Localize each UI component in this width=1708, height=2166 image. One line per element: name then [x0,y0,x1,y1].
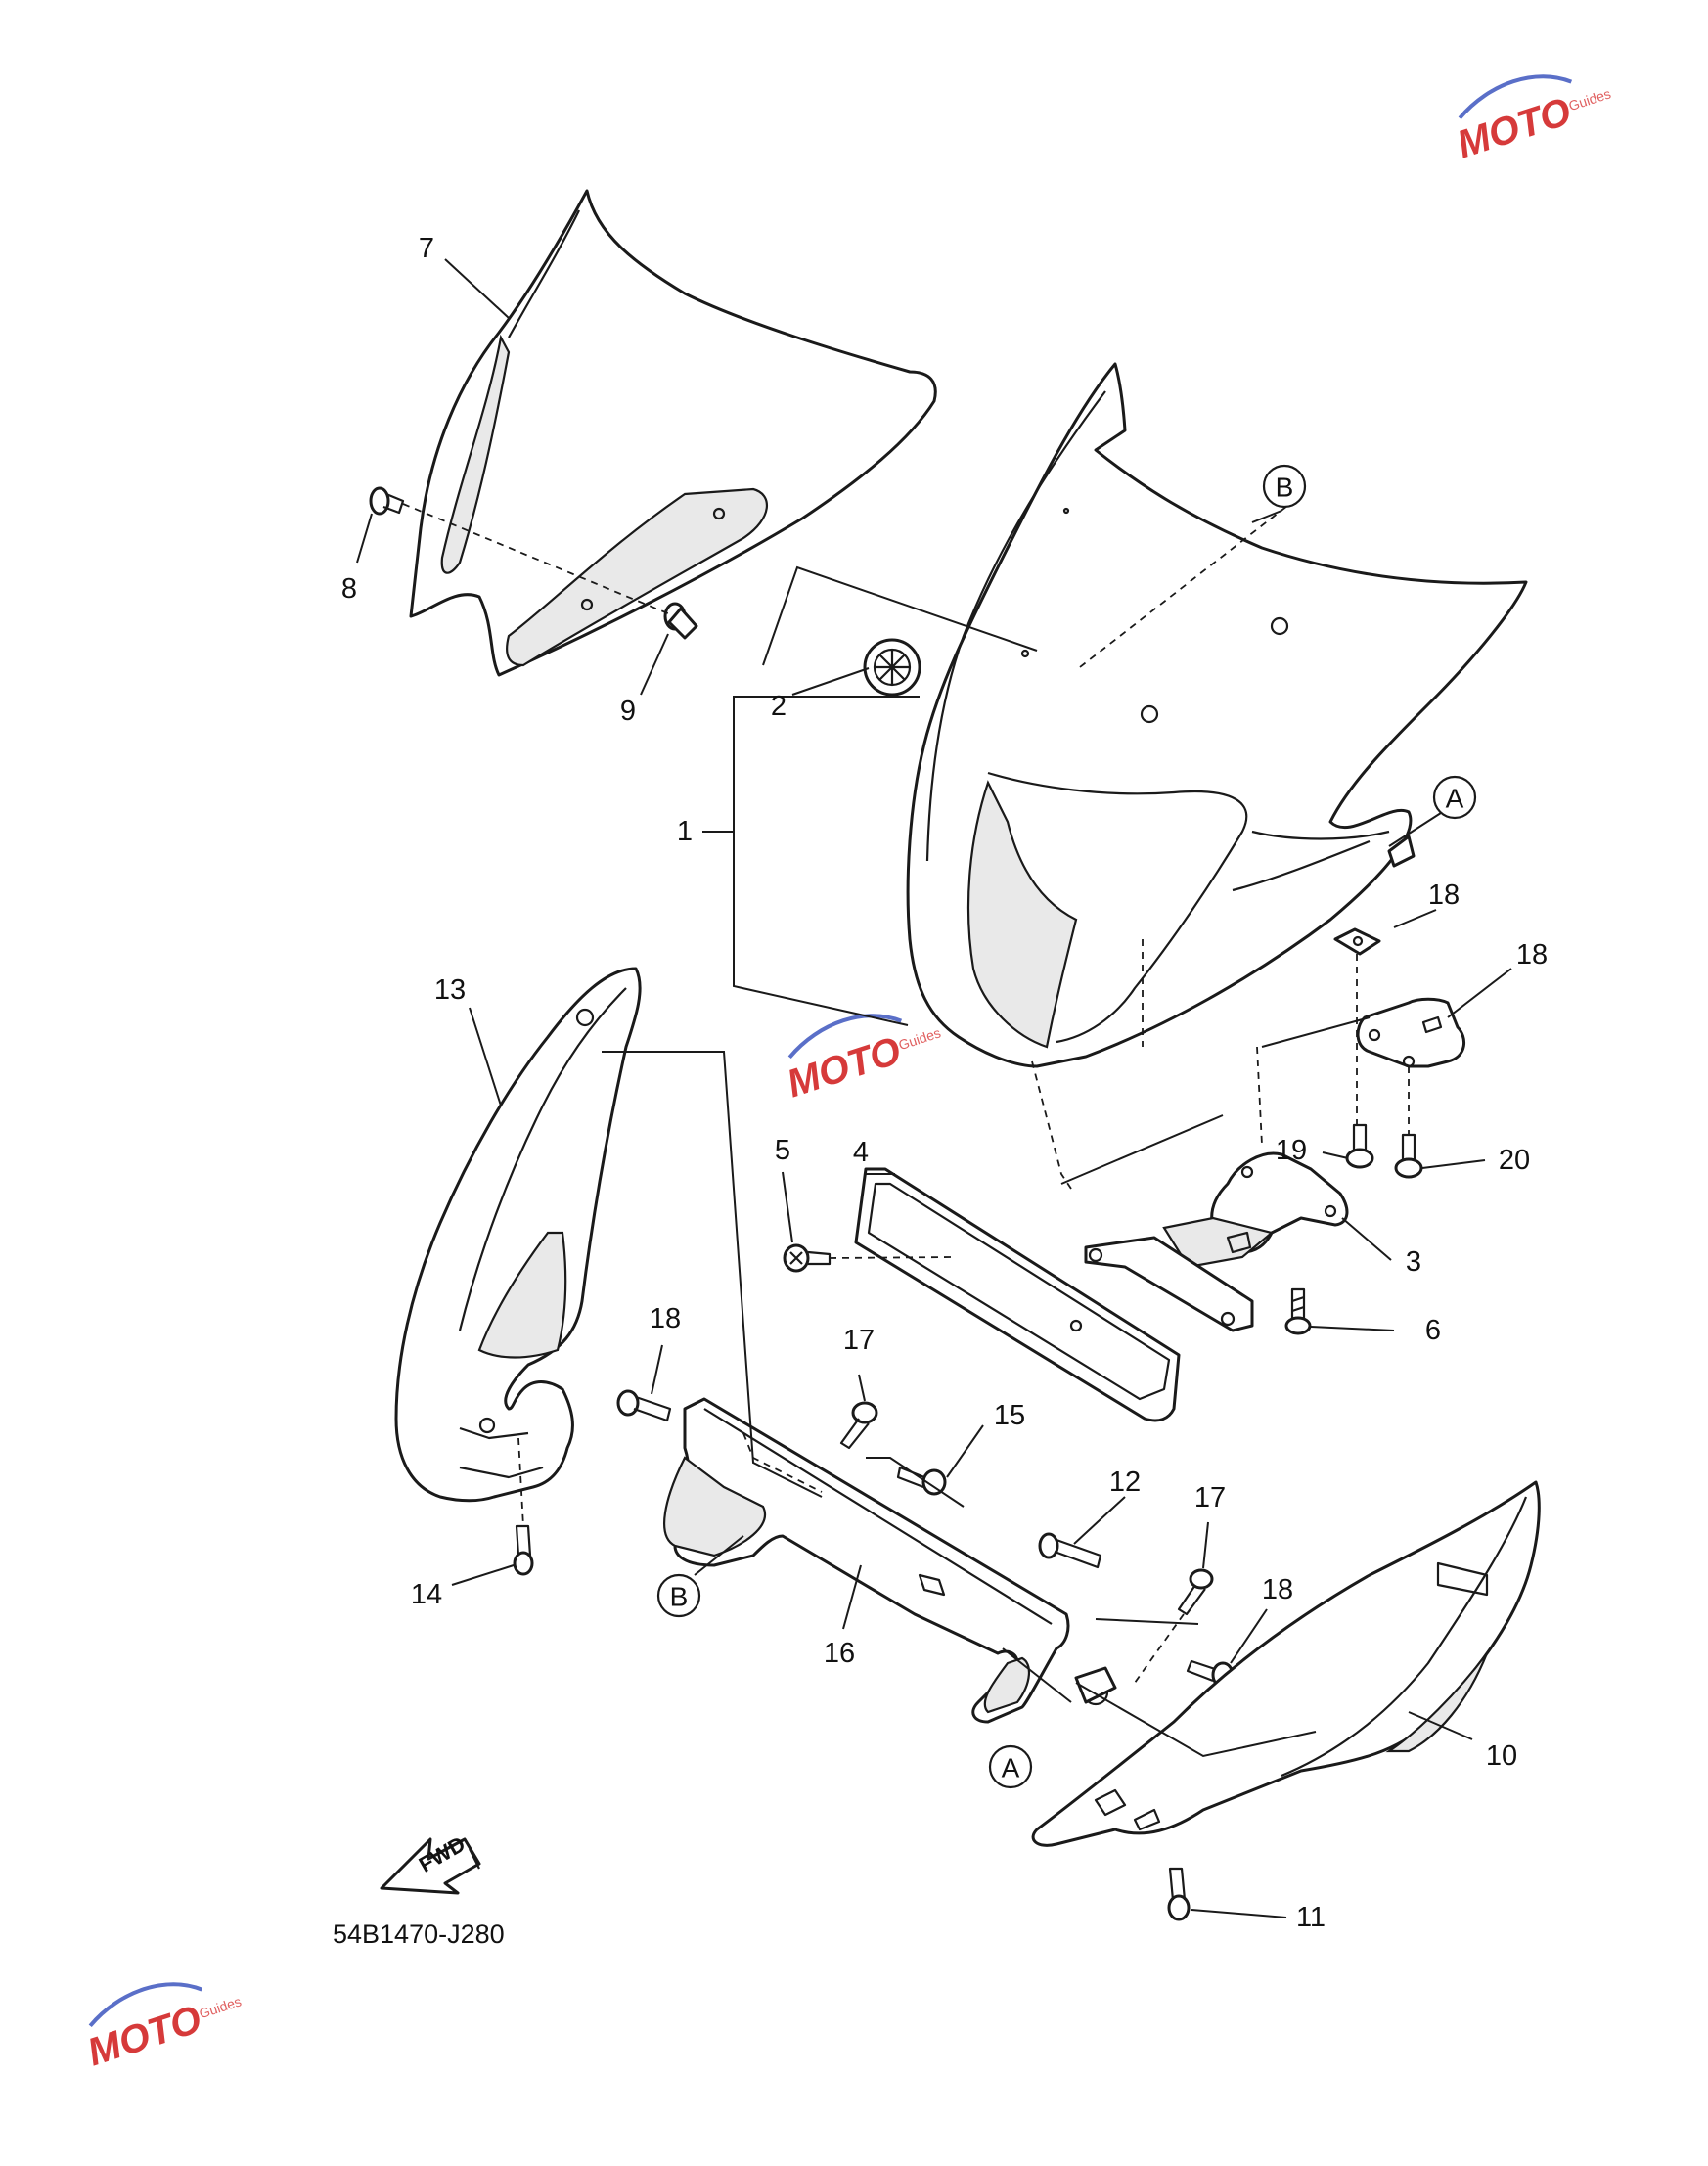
leader-lines [356,258,1512,1918]
side-cowl-part-13 [394,967,642,1503]
bolt-part-22 [1394,1133,1423,1179]
callout-4: 4 [853,1137,869,1168]
inner-panel-part-16 [663,1397,1117,1724]
callout-20: 18 [1428,880,1460,911]
callout-12: 12 [1109,1467,1141,1498]
callout-5: 5 [775,1135,790,1166]
screw-part-11 [1167,1867,1191,1921]
diagram-code: 54B1470-J280 [333,1919,505,1949]
watermark-sub: Guides [896,1024,942,1053]
callout-14: 14 [411,1579,442,1610]
bolt-part-5 [783,1243,832,1273]
watermark-logo-middle: MOTO Guides [782,1014,943,1106]
callout-1: 1 [677,816,693,847]
under-cowl-part-10 [1031,1480,1541,1847]
callout-21: 19 [1276,1135,1307,1166]
front-cowling-part-1 [906,362,1528,1068]
windscreen-part-7 [409,189,937,677]
screw-part-6 [1284,1287,1312,1335]
screw-part-14 [513,1524,534,1576]
watermark-logo-top: MOTO Guides [1452,74,1613,167]
ref-A-top: A [1432,775,1477,820]
callout-19: 18 [1516,939,1548,970]
callout-13: 13 [434,974,466,1006]
bolt-part-8 [369,486,405,516]
screw-part-17a [839,1401,878,1450]
callout-18-left: 18 [650,1303,681,1334]
stay-part-19 [1356,997,1466,1068]
bracket-part-3 [1162,1151,1349,1269]
watermark-sub: Guides [1566,85,1612,113]
ref-A-bottom: A [988,1744,1033,1789]
screw-part-15 [896,1466,947,1496]
clip-nut-part-20 [1333,927,1381,956]
watermark-brand: MOTO [782,1029,906,1106]
callout-17-left: 17 [843,1325,875,1356]
callout-numbers: 7 8 9 2 1 18 18 19 20 3 6 4 5 13 14 18 1… [341,233,1548,1933]
watermark-swoosh-icon [1458,74,1573,120]
callout-2: 2 [771,691,787,722]
callout-8: 8 [341,573,357,605]
watermark-swoosh-icon [88,1982,203,2028]
callout-15: 15 [994,1400,1025,1431]
callout-17-right: 17 [1194,1482,1226,1513]
callout-7: 7 [419,233,434,264]
emblem-part-2 [863,638,921,697]
screw-part-17b [1177,1568,1214,1616]
callout-22: 20 [1499,1145,1530,1176]
callout-6: 6 [1425,1315,1441,1346]
callout-11: 11 [1296,1902,1326,1933]
bolt-part-21 [1345,1123,1374,1169]
ref-B-bottom-label: B [670,1582,689,1612]
ref-B-bottom: B [656,1573,701,1618]
watermark-logo-bottom: MOTO Guides [82,1982,244,2075]
callout-16: 16 [824,1638,855,1669]
well-nut-part-9 [663,602,698,640]
watermark-brand: MOTO [1452,90,1576,167]
callout-3: 3 [1406,1246,1421,1278]
screw-part-12 [1038,1532,1102,1569]
ref-B-top-label: B [1276,473,1294,503]
fwd-arrow-icon: FWD [380,1831,481,1895]
assembly-lines [602,565,1371,1758]
screw-part-18a [616,1389,672,1422]
callout-9: 9 [620,696,636,727]
group-bracket-part-1 [733,696,920,1026]
ref-A-bottom-label: A [1002,1753,1020,1783]
callout-18-right: 18 [1262,1574,1293,1605]
ref-A-top-label: A [1446,784,1464,814]
watermark-brand: MOTO [82,1998,206,2075]
watermark-sub: Guides [197,1993,243,2021]
callout-10: 10 [1486,1740,1517,1772]
connection-lines [402,498,1410,1684]
ref-B-top: B [1262,464,1307,509]
plate-part-4 [854,1167,1254,1422]
watermark-swoosh-icon [787,1014,903,1060]
